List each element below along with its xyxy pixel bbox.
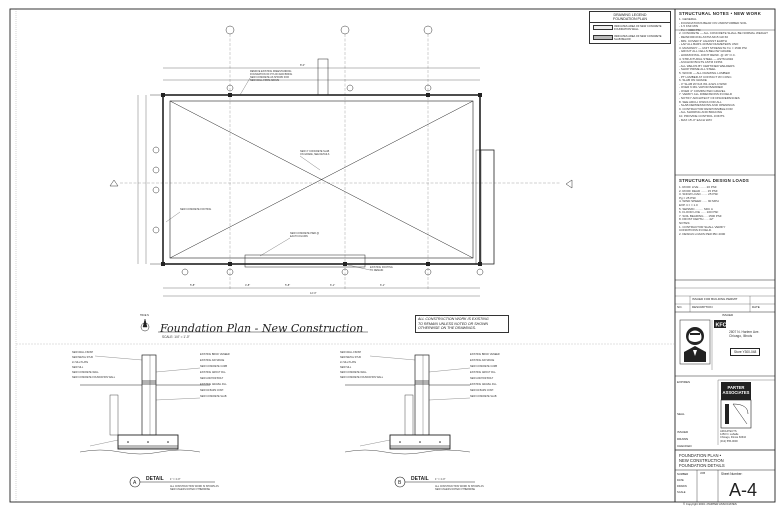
dimension-lines [137,67,480,297]
label-seal: SEAL [677,412,685,416]
meta-drawn: DRAWN [677,485,687,488]
design-loads-body: 1. ROOF LIVE ........ 20 PSF 2. ROOF DEA… [679,186,726,236]
detail-a-mark: A [133,480,137,486]
detail-b-title: DETAIL [411,476,429,482]
detail-a-title: DETAIL [146,476,164,482]
legend-row: INDICATES AREA OF NEW CONCRETE FOUNDATIO… [590,23,670,33]
detail-b-note: ALL CONSTRUCTION WORK IS SHOWN AS NEW UN… [435,485,484,491]
client-logo-text: KFC [716,323,727,329]
revision-desc-label: DESCRIPTION [692,305,713,309]
store-number: Store Y300-048 [730,348,761,356]
detail-a-left-notes: NEW WALL FINISH NEW METAL STUD 2x SILL P… [72,351,116,379]
grid-markers [109,25,573,276]
label-drawn: DRAWN [677,437,689,441]
sheet-border [9,8,776,503]
meta-scale: SCALE [677,491,686,494]
revision-no-label: NO. [677,305,683,309]
callout-pier: NEW CONCRETE PIER @ EACH COLUMN [290,232,319,238]
detail-b-drawing [344,354,471,455]
plan-title: Foundation Plan - New Construction [160,322,364,335]
drawing-legend: DRAWING LEGEND FOUNDATION PLAN INDICATES… [589,11,671,44]
detail-b-left-notes: NEW WALL FINISH NEW METAL STUD 2x SILL P… [340,351,384,379]
label-checked: CHECKED [677,444,692,448]
dimension-labels: 5'-8" 4'-8" 5'-8" 6'-1" 6'-1" 12'-0" 8'-… [190,63,385,295]
callout-pylon: REMOVE EXISTING FREESTANDING FOUNDATION … [250,70,293,82]
meta-job: JOB [700,472,706,475]
title-block-lines [675,29,775,502]
dim-label: 12'-0" [310,291,317,295]
detail-a-scale: 1" = 1'-0" [170,477,181,481]
detail-a-note: ALL CONSTRUCTION WORK IS SHOWN AS NEW UN… [170,485,219,491]
sheet-title: FOUNDATION PLAN • NEW CONSTRUCTION FOUND… [679,453,725,468]
dim-label: 8'-0" [300,63,305,67]
client-address: 2807 N. Harlem Ave. Chicago, Illinois [729,330,760,338]
design-loads-header: STRUCTURAL DESIGN LOADS [679,178,750,183]
north-arrow [140,318,150,332]
detail-a-right-notes: EXISTING BRICK VENEER EXISTING AIR SPACE… [200,353,230,398]
parter-logo [720,382,752,429]
dim-label: 6'-1" [380,283,385,287]
dim-label: 5'-8" [190,283,195,287]
revision-date-label: DATE [752,305,760,309]
detail-a-hatch [118,380,178,449]
label-expires: EXPIRES [677,380,691,384]
sheet-meta: NUMBER DATE DRAWN SCALE [677,472,688,496]
revision-row: ISSUED FOR BUILDING PERMIT [692,297,738,301]
architect-name: PARTER ASSOCIATES [722,385,750,395]
general-note: ALL CONSTRUCTION WORK IS EXISTING TO REM… [415,315,509,333]
sheet-number-label: Sheet Number: [721,472,743,476]
architect-address: ARCHITECTS 1250 N. LaSalle Chicago, Illi… [720,430,747,443]
structural-notes-body: 1. GENERAL - FOUNDATIONS BEAR ON UNDISTU… [679,18,769,122]
foundation-plan [150,58,495,268]
dim-label: 6'-1" [330,283,335,287]
revision-issued: ISSUED [722,313,734,317]
callout-footing: NEW CONCRETE FOOTING [180,208,212,211]
column-piers [161,93,482,266]
north-label: TRUE N [140,314,149,317]
legend-row-label: INDICATES AREA OF NEW CONCRETE FOUNDATIO… [614,25,662,31]
legend-row-label: INDICATES AREA OF NEW CONCRETE SLAB BELO… [614,35,662,41]
detail-b-scale: 1" = 1'-0" [435,477,446,481]
callout-existing: EXISTING FOOTING TO REMAIN [370,266,393,272]
meta-number: NUMBER [677,473,689,476]
copyright: © Copyright 2004 • PARTER ASSOCIATES [683,502,737,506]
dim-label: 4'-8" [245,283,250,287]
plan-scale: SCALE: 1/4" = 1'-0" [162,335,190,339]
meta-date: DATE [677,479,684,482]
structural-notes-header: STRUCTURAL NOTES • NEW WORK [679,11,762,16]
detail-b-hatch [390,380,450,449]
legend-title: DRAWING LEGEND FOUNDATION PLAN [590,12,670,23]
detail-b-right-notes: EXISTING BRICK VENEER EXISTING AIR SPACE… [470,353,500,398]
kfc-logo [679,319,726,365]
detail-b-mark: B [398,480,402,486]
label-issued: ISSUED [677,430,689,434]
detail-a-drawing [79,354,210,455]
dim-label: 5'-8" [285,283,290,287]
sheet-number: A-4 [729,480,757,500]
legend-row: INDICATES AREA OF NEW CONCRETE SLAB BELO… [590,33,670,43]
callout-slab: NEW 4" CONCRETE SLAB ON GRADE, SEE DETAI… [300,150,330,156]
